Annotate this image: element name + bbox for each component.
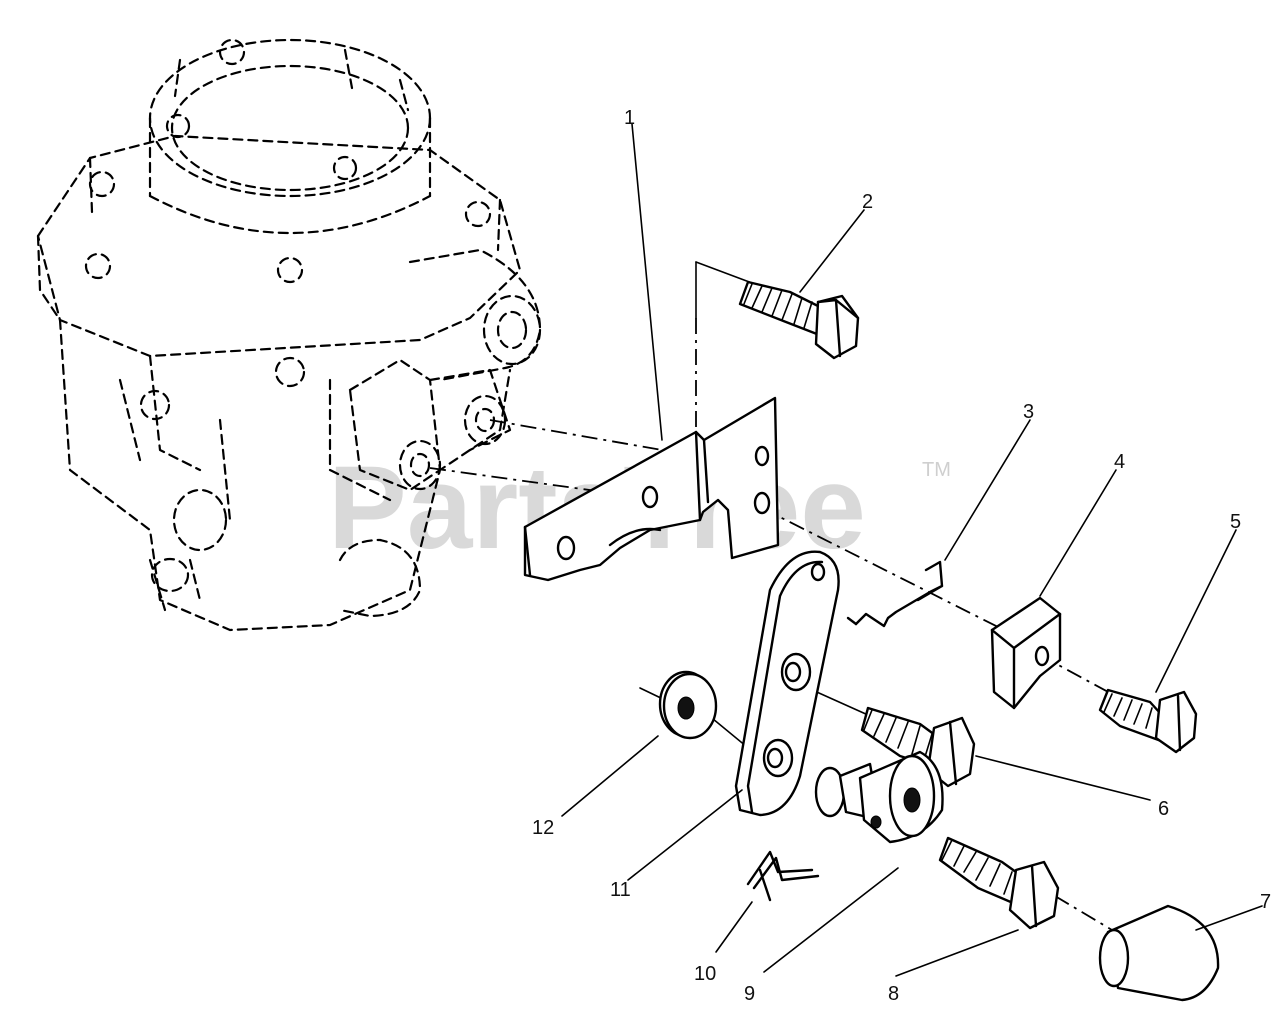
callout-5: 5 [1230,511,1241,533]
part-spring [846,560,944,628]
callout-12: 12 [532,817,554,839]
callout-2: 2 [862,191,873,213]
callout-7: 7 [1260,891,1271,913]
callout-8: 8 [888,983,899,1005]
callout-labels: 1 2 3 4 5 6 7 8 9 10 11 12 [532,107,1271,1005]
part-hex-bolt-lower [938,836,1060,930]
callout-10: 10 [694,963,716,985]
part-hex-bolt-middle [860,706,976,788]
part-cotter-pin [746,850,820,902]
part-cap [1098,904,1220,1002]
carburetor-outline [36,38,542,632]
callout-6: 6 [1158,798,1169,820]
part-washer [658,670,718,740]
callout-1: 1 [624,107,635,129]
part-hex-bolt-upper [738,280,860,360]
part-swivel [814,750,944,844]
callout-4: 4 [1114,451,1125,473]
callout-3: 3 [1023,401,1034,423]
part-bracket [523,396,780,582]
leader-lines [561,123,1263,977]
part-clip-block [990,596,1062,710]
callout-9: 9 [744,983,755,1005]
callout-11: 11 [610,879,631,901]
part-hex-bolt-right [1098,688,1198,754]
part-link-plate [734,550,840,817]
watermark-trademark: TM [922,459,951,481]
